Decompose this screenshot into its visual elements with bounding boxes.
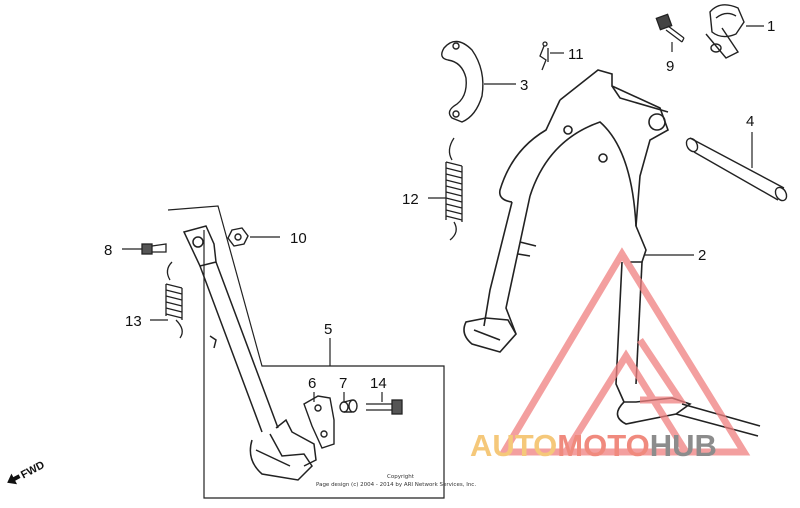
part-bolt-small xyxy=(655,13,685,43)
watermark-hub: HUB xyxy=(650,428,717,463)
copyright-title: Copyright xyxy=(387,474,415,480)
callout-13: 13 xyxy=(125,313,142,330)
fwd-label: FWD xyxy=(19,459,47,481)
fwd-indicator: FWD xyxy=(7,459,47,485)
copyright-line: Page design (c) 2004 - 2014 by ARI Netwo… xyxy=(316,482,476,488)
part-spring-main xyxy=(445,137,463,241)
part-cotter-pin xyxy=(539,41,549,71)
part-clip xyxy=(705,4,745,59)
part-collar xyxy=(339,399,358,413)
callout-9: 9 xyxy=(666,58,674,75)
watermark-auto: AUTO xyxy=(470,428,557,463)
part-pivot-rod xyxy=(685,137,788,202)
fwd-arrow-icon xyxy=(7,473,21,485)
part-bolt-8 xyxy=(141,243,167,255)
callout-14: 14 xyxy=(370,375,387,392)
callout-1: 1 xyxy=(767,18,775,35)
callout-4: 4 xyxy=(746,113,754,130)
side-stand-assembly-frame xyxy=(167,205,445,499)
watermark-logo xyxy=(497,247,751,456)
leader-lines xyxy=(122,25,764,402)
callout-8: 8 xyxy=(104,242,112,259)
callout-7: 7 xyxy=(339,375,347,392)
callout-2: 2 xyxy=(698,247,706,264)
callout-3: 3 xyxy=(520,77,528,94)
callout-11: 11 xyxy=(568,46,584,63)
watermark-text: AUTOMOTOHUB xyxy=(470,428,717,463)
callout-12: 12 xyxy=(402,191,419,208)
callout-10: 10 xyxy=(290,230,307,247)
part-curved-plate xyxy=(441,40,484,123)
watermark-moto: MOTO xyxy=(557,428,649,463)
part-side-stand xyxy=(182,225,317,481)
callout-5: 5 xyxy=(324,321,332,338)
part-bolt-14 xyxy=(366,399,403,415)
part-bracket xyxy=(303,395,335,449)
part-spring-side xyxy=(165,261,183,339)
part-main-stand xyxy=(463,69,761,437)
callout-6: 6 xyxy=(308,375,316,392)
watermark-triangle-icon xyxy=(497,247,751,456)
part-nut xyxy=(227,227,249,247)
